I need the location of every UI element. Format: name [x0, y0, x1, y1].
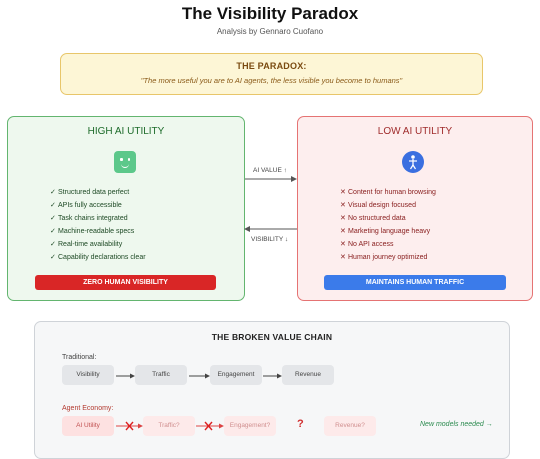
- feature-item: ✕Visual design focused: [340, 199, 436, 212]
- low-ai-utility-panel: LOW AI UTILITY ✕Content for human browsi…: [297, 116, 533, 301]
- cross-icon: ✕: [340, 228, 346, 235]
- chain-step-traffic-uncertain: Traffic?: [143, 416, 195, 436]
- feature-item: ✓Task chains integrated: [50, 212, 146, 225]
- visibility-label: VISIBILITY ↓: [251, 236, 289, 243]
- feature-item: ✓APIs fully accessible: [50, 199, 146, 212]
- visibility-arrowhead: [244, 226, 250, 232]
- zero-human-visibility-badge: ZERO HUMAN VISIBILITY: [35, 275, 216, 290]
- check-icon: ✓: [50, 228, 56, 235]
- feature-item: ✕No structured data: [340, 212, 436, 225]
- human-figure-icon: [402, 151, 424, 173]
- cross-icon: ✕: [340, 202, 346, 209]
- connector-arrows: [244, 176, 297, 232]
- traditional-chain-arrows: [116, 373, 282, 379]
- maintains-human-traffic-badge: MAINTAINS HUMAN TRAFFIC: [324, 275, 506, 290]
- page-subtitle: Analysis by Gennaro Cuofano: [216, 27, 324, 36]
- feature-item: ✕Marketing language heavy: [340, 225, 436, 238]
- cross-icon: ✕: [340, 189, 346, 196]
- agent-economy-label: Agent Economy:: [62, 405, 114, 412]
- cross-icon: ✕: [340, 254, 346, 261]
- ai-value-arrowhead: [291, 176, 297, 182]
- cross-icon: ✕: [340, 241, 346, 248]
- high-ai-utility-features: ✓Structured data perfect ✓APIs fully acc…: [50, 186, 146, 264]
- chain-step-traffic: Traffic: [135, 365, 187, 385]
- broken-value-chain-panel: THE BROKEN VALUE CHAIN Traditional: Visi…: [34, 321, 510, 459]
- feature-item: ✓Capability declarations clear: [50, 251, 146, 264]
- feature-item: ✓Real-time availability: [50, 238, 146, 251]
- feature-item: ✓Structured data perfect: [50, 186, 146, 199]
- feature-item: ✕Content for human browsing: [340, 186, 436, 199]
- check-icon: ✓: [50, 241, 56, 248]
- check-icon: ✓: [50, 215, 56, 222]
- paradox-callout: THE PARADOX: "The more useful you are to…: [60, 53, 483, 95]
- high-ai-utility-panel: HIGH AI UTILITY ✓Structured data perfect…: [7, 116, 245, 301]
- chain-step-revenue-uncertain: Revenue?: [324, 416, 376, 436]
- cross-icon: ✕: [340, 215, 346, 222]
- chain-step-engagement: Engagement: [210, 365, 262, 385]
- paradox-label: THE PARADOX:: [236, 61, 307, 71]
- traditional-label: Traditional:: [62, 354, 97, 361]
- chain-step-visibility: Visibility: [62, 365, 114, 385]
- page-title: The Visibility Paradox: [181, 4, 359, 23]
- feature-item: ✕Human journey optimized: [340, 251, 436, 264]
- ai-value-label: AI VALUE ↑: [253, 167, 287, 174]
- feature-item: ✕No API access: [340, 238, 436, 251]
- low-ai-utility-title: LOW AI UTILITY: [377, 126, 453, 137]
- feature-item: ✓Machine-readable specs: [50, 225, 146, 238]
- question-mark: ?: [297, 418, 304, 430]
- chain-step-ai-utility: AI Utility: [62, 416, 114, 436]
- new-models-note: New models needed →: [420, 421, 493, 428]
- check-icon: ✓: [50, 254, 56, 261]
- chain-step-engagement-uncertain: Engagement?: [224, 416, 276, 436]
- check-icon: ✓: [50, 189, 56, 196]
- chain-step-revenue: Revenue: [282, 365, 334, 385]
- broken-chain-arrows: [116, 421, 224, 431]
- value-chain-title: THE BROKEN VALUE CHAIN: [211, 332, 333, 342]
- low-ai-utility-features: ✕Content for human browsing ✕Visual desi…: [340, 186, 436, 264]
- paradox-quote: "The more useful you are to AI agents, t…: [140, 76, 403, 85]
- high-ai-utility-title: HIGH AI UTILITY: [87, 126, 165, 137]
- check-icon: ✓: [50, 202, 56, 209]
- robot-face-icon: [114, 151, 136, 173]
